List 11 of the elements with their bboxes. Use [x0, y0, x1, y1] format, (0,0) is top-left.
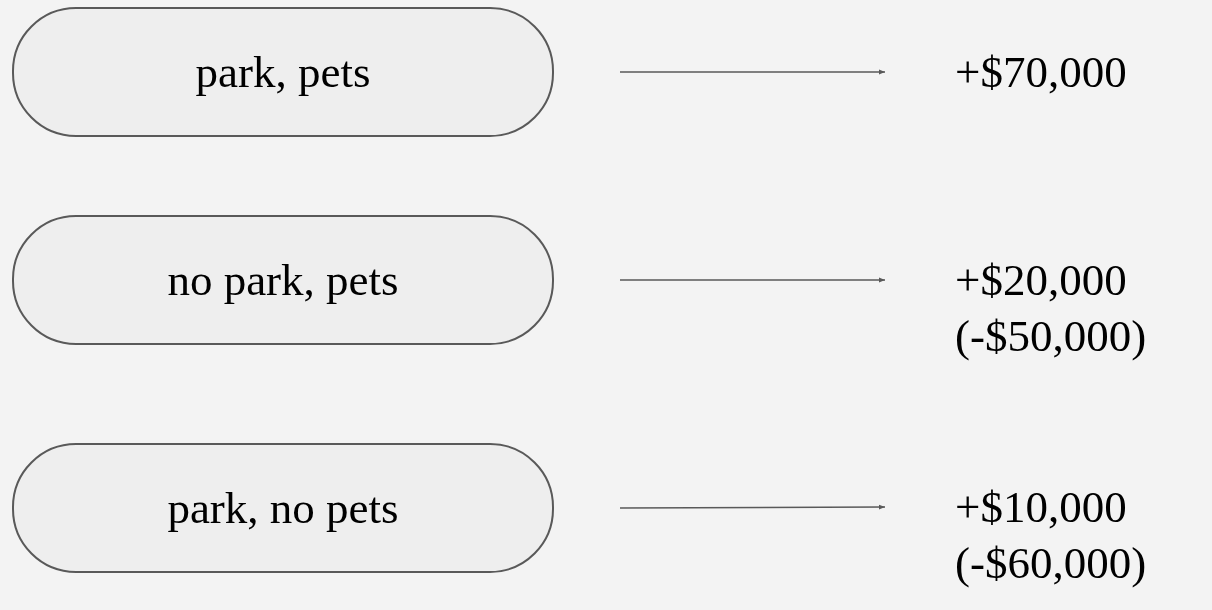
arrow [619, 69, 886, 75]
amount-text: +$10,000 [955, 481, 1128, 534]
option-label: park, pets [195, 46, 371, 99]
arrow [619, 277, 886, 283]
amount-text: (-$50,000) [955, 310, 1147, 363]
amount-text: +$70,000 [955, 46, 1127, 99]
amount-text: +$20,000 [955, 254, 1128, 307]
arrow [619, 504, 886, 510]
option-label: no park, pets [167, 254, 399, 307]
option-label: park, no pets [167, 482, 399, 535]
amount-text: (-$60,000) [955, 537, 1147, 590]
